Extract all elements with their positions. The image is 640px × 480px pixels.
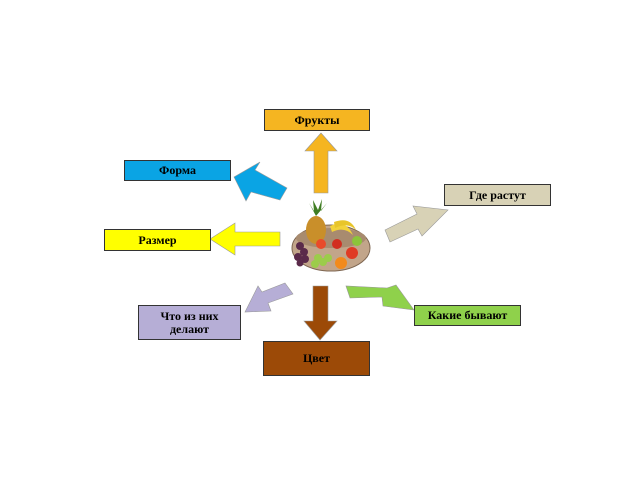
node-fruits: Фрукты	[264, 109, 370, 131]
arrow-to-size	[209, 222, 281, 256]
node-kinds: Какие бывают	[414, 305, 521, 326]
arrow-to-shape	[233, 161, 288, 202]
arrow-to-color	[303, 285, 338, 341]
node-shape: Форма	[124, 160, 231, 181]
arrow-to-made	[244, 282, 294, 313]
node-made: Что из них делают	[138, 305, 241, 340]
node-color: Цвет	[263, 341, 370, 376]
node-where: Где растут	[444, 184, 551, 206]
arrow-to-kinds	[345, 284, 415, 311]
fruit-bowl-image	[291, 199, 371, 272]
arrow-to-fruits	[304, 132, 338, 194]
node-size: Размер	[104, 229, 211, 251]
arrow-to-where	[384, 205, 449, 243]
